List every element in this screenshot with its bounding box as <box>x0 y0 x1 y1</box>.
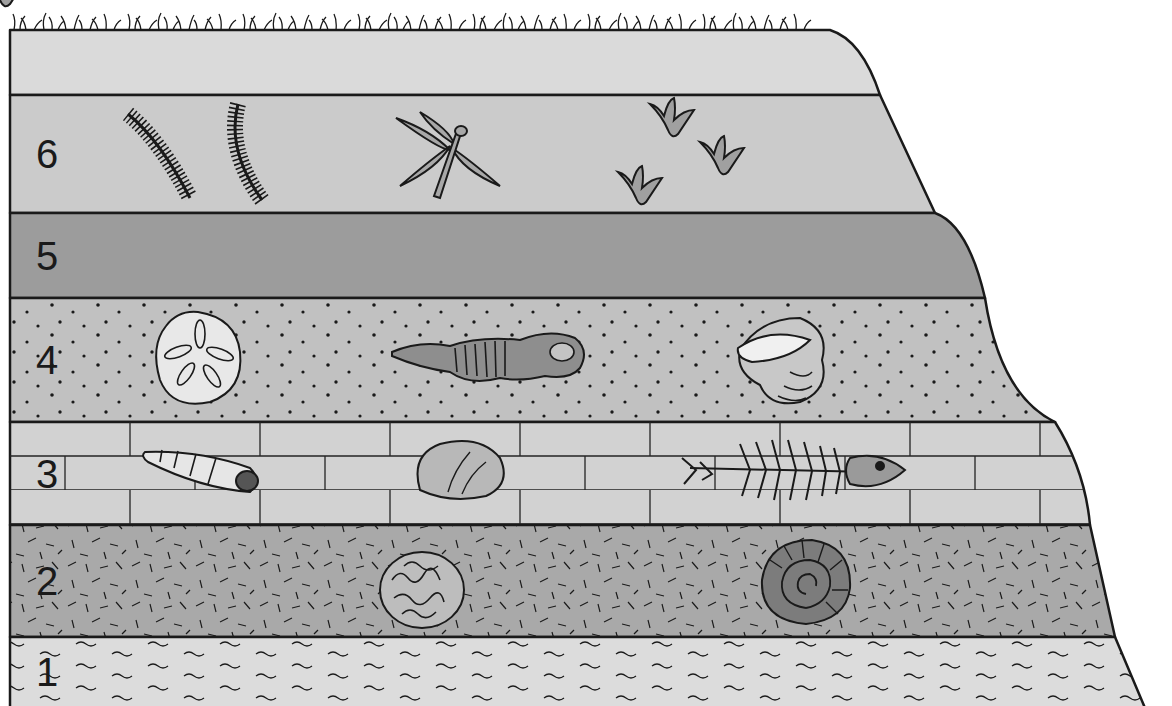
rock-layer <box>10 525 1115 637</box>
grass <box>128 13 236 30</box>
sand-dollar-fossil <box>205 345 235 364</box>
dragonfly-fossil <box>434 128 462 198</box>
fern-fossil <box>128 114 190 198</box>
skeleton-fossil <box>392 333 584 380</box>
conch-fossil <box>738 318 824 403</box>
rock-layer <box>10 298 1055 422</box>
rock-layer-band: 2 <box>10 525 1080 637</box>
grass <box>243 13 351 30</box>
layer-number: 3 <box>36 454 58 494</box>
coral-fossil <box>380 552 464 628</box>
ammonite-fossil <box>762 540 850 624</box>
footprint-fossil <box>700 136 744 174</box>
spiral-shell-fossil <box>160 450 216 484</box>
rock-layer <box>10 95 935 213</box>
sand-dollar-fossil <box>163 320 235 390</box>
rock-layer <box>10 30 880 95</box>
dragonfly-fossil <box>420 112 454 144</box>
grass <box>13 13 811 30</box>
conch-fossil <box>738 335 810 362</box>
fish-skeleton-fossil <box>740 440 840 500</box>
layer-number: 5 <box>36 236 58 276</box>
layer-number: 4 <box>36 340 58 380</box>
scallop-fossil <box>418 441 504 499</box>
rock-layer <box>10 422 1090 525</box>
grass <box>473 13 581 30</box>
rock-layer-band: 4 <box>10 298 970 422</box>
dragonfly-fossil <box>452 148 500 186</box>
sand-dollar-fossil <box>156 312 240 404</box>
fish-skeleton-fossil <box>846 456 905 486</box>
fish-skeleton-fossil <box>682 440 905 500</box>
rock-layer-band: 3 <box>10 422 1040 525</box>
coral-fossil <box>380 552 464 628</box>
rock-layer <box>10 213 985 298</box>
fern-fossil <box>128 104 262 200</box>
skeleton-fossil <box>455 341 505 377</box>
rock-layer <box>10 30 1145 706</box>
coral-fossil <box>392 562 444 618</box>
scallop-fossil <box>448 452 486 494</box>
fern-fossil <box>235 104 262 200</box>
rock-layer <box>10 525 1115 637</box>
rock-layer-band: 5 <box>10 213 910 298</box>
layer-number: 6 <box>36 134 58 174</box>
grass <box>358 13 466 30</box>
fern-fossil <box>128 114 190 198</box>
sand-dollar-fossil <box>156 312 240 404</box>
footprint-fossil <box>0 0 744 204</box>
conch-fossil <box>778 372 812 401</box>
fish-skeleton-fossil <box>876 462 884 470</box>
fish-skeleton-fossil <box>682 458 712 484</box>
footprint-fossil <box>618 166 662 204</box>
fern-fossil <box>235 104 262 200</box>
skeleton-fossil <box>392 333 584 380</box>
skeleton-fossil <box>550 343 574 361</box>
grass <box>588 13 696 30</box>
layer-number: 2 <box>36 561 58 601</box>
ammonite-fossil <box>762 540 850 624</box>
spiral-shell-fossil <box>143 450 258 492</box>
rock-layer <box>10 298 1055 422</box>
dragonfly-fossil <box>455 126 467 136</box>
sand-dollar-fossil <box>195 320 205 348</box>
footprint-fossil <box>0 0 26 6</box>
scallop-fossil <box>418 441 504 499</box>
sand-dollar-fossil <box>163 343 193 362</box>
rock-layer <box>10 637 1145 706</box>
spiral-shell-fossil <box>236 471 258 491</box>
ammonite-fossil <box>770 540 848 614</box>
sand-dollar-fossil <box>174 360 197 387</box>
rock-layer <box>10 637 1145 706</box>
ammonite-fossil <box>782 560 830 608</box>
grass <box>703 13 811 30</box>
skeleton-fossil <box>455 341 574 377</box>
rock-layer-band: 6 <box>10 95 870 213</box>
sand-dollar-fossil <box>200 362 223 389</box>
rock-layer-band: 1 <box>10 637 1110 706</box>
layer-number: 1 <box>36 652 58 692</box>
footprint-fossil <box>650 98 694 136</box>
grass <box>13 13 121 30</box>
dragonfly-fossil <box>396 112 500 198</box>
rock-layer <box>10 422 1090 525</box>
